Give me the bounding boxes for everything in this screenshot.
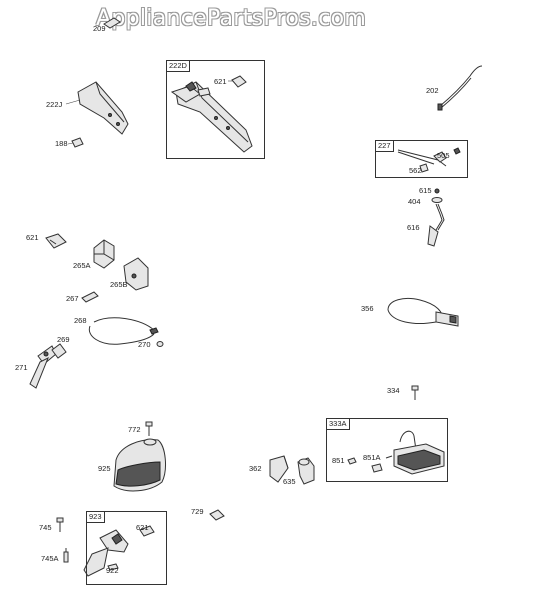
part-label-505: 505 xyxy=(437,151,450,160)
part-362-drawing xyxy=(269,455,289,483)
part-label-621-box: 621 xyxy=(136,523,149,532)
part-745A-drawing xyxy=(63,548,69,563)
part-729-drawing xyxy=(209,509,225,521)
part-label-270: 270 xyxy=(138,340,151,349)
part-202-drawing xyxy=(437,65,483,111)
part-label-188: 188 xyxy=(55,139,68,148)
group-label-227: 227 xyxy=(376,141,394,152)
part-923-drawing xyxy=(83,525,155,577)
group-box-222D: 222D xyxy=(166,60,265,159)
part-label-362: 362 xyxy=(249,464,262,473)
part-label-615: 615 xyxy=(419,186,432,195)
part-label-265A: 265A xyxy=(73,261,91,270)
part-635-drawing xyxy=(297,457,315,485)
part-label-356: 356 xyxy=(361,304,374,313)
part-label-267: 267 xyxy=(66,294,79,303)
watermark: AppliancePartsPros.com xyxy=(96,6,367,31)
part-label-635: 635 xyxy=(283,477,296,486)
part-label-851A: 851A xyxy=(363,453,381,462)
group-box-333A: 333A xyxy=(326,418,448,482)
part-label-745: 745 xyxy=(39,523,52,532)
part-188-drawing xyxy=(67,137,84,148)
part-label-209: 209 xyxy=(93,24,106,33)
part-label-729: 729 xyxy=(191,507,204,516)
group-label-222D: 222D xyxy=(167,61,190,72)
part-772-drawing xyxy=(145,421,153,436)
part-label-925: 925 xyxy=(98,464,111,473)
part-label-621-top: 621 xyxy=(214,77,227,86)
part-label-745A: 745A xyxy=(41,554,59,563)
group-box-227: 227 xyxy=(375,140,468,178)
group-label-333A: 333A xyxy=(327,419,350,430)
part-label-222J: 222J xyxy=(46,100,63,109)
part-265A-drawing xyxy=(93,239,115,269)
part-222J-drawing xyxy=(65,81,129,135)
part-925-drawing xyxy=(113,438,166,492)
part-label-621-left: 621 xyxy=(26,233,39,242)
part-label-265B: 265B xyxy=(110,280,128,289)
part-label-404: 404 xyxy=(408,197,421,206)
part-267-drawing xyxy=(81,291,99,303)
part-222D-drawing xyxy=(170,75,253,153)
part-label-202: 202 xyxy=(426,86,439,95)
part-333A-drawing xyxy=(347,430,445,475)
part-356-drawing xyxy=(387,297,459,327)
group-box-923: 923 xyxy=(86,511,167,585)
part-label-268: 268 xyxy=(74,316,87,325)
part-label-851: 851 xyxy=(332,456,345,465)
group-label-923: 923 xyxy=(87,512,105,523)
part-268-drawing xyxy=(88,317,159,345)
part-label-269: 269 xyxy=(57,335,70,344)
part-209-drawing xyxy=(103,17,121,29)
part-label-616: 616 xyxy=(407,223,420,232)
part-271-drawing xyxy=(29,343,67,389)
part-270-drawing xyxy=(156,341,164,347)
part-label-562: 562 xyxy=(409,166,422,175)
part-label-271: 271 xyxy=(15,363,28,372)
part-265B-drawing xyxy=(123,257,149,291)
part-227-drawing xyxy=(397,147,461,173)
part-334-drawing xyxy=(411,385,419,400)
part-label-922: 922 xyxy=(106,566,119,575)
part-label-334: 334 xyxy=(387,386,400,395)
part-616-drawing xyxy=(427,188,445,247)
part-label-772: 772 xyxy=(128,425,141,434)
part-621-clip-drawing xyxy=(45,233,67,249)
part-745-drawing xyxy=(56,517,64,532)
